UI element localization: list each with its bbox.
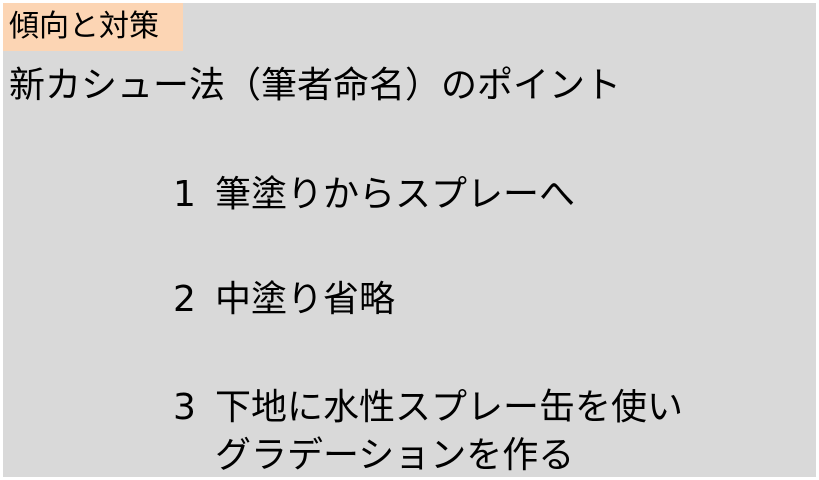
- point-number: 2: [173, 279, 196, 320]
- point-text: 下地に水性スプレー缶を使い: [215, 387, 684, 428]
- point-number: 3: [173, 387, 196, 428]
- point-text: 筆塗りからスプレーへ: [215, 174, 576, 215]
- point-number: 1: [173, 174, 196, 215]
- section-tag: 傾向と対策: [3, 3, 183, 51]
- point-item: 1 筆塗りからスプレーへ: [173, 171, 575, 219]
- point-item: 3 下地に水性スプレー缶を使い グラデーションを作る: [173, 384, 683, 477]
- slide: 傾向と対策 新カシュー法（筆者命名）のポイント 1 筆塗りからスプレーへ 2 中塗り…: [3, 3, 816, 477]
- point-item: 2 中塗り省略: [173, 276, 395, 324]
- point-text-continuation: グラデーションを作る: [215, 435, 575, 476]
- point-text: 中塗り省略: [215, 279, 396, 320]
- slide-heading: 新カシュー法（筆者命名）のポイント: [9, 65, 622, 106]
